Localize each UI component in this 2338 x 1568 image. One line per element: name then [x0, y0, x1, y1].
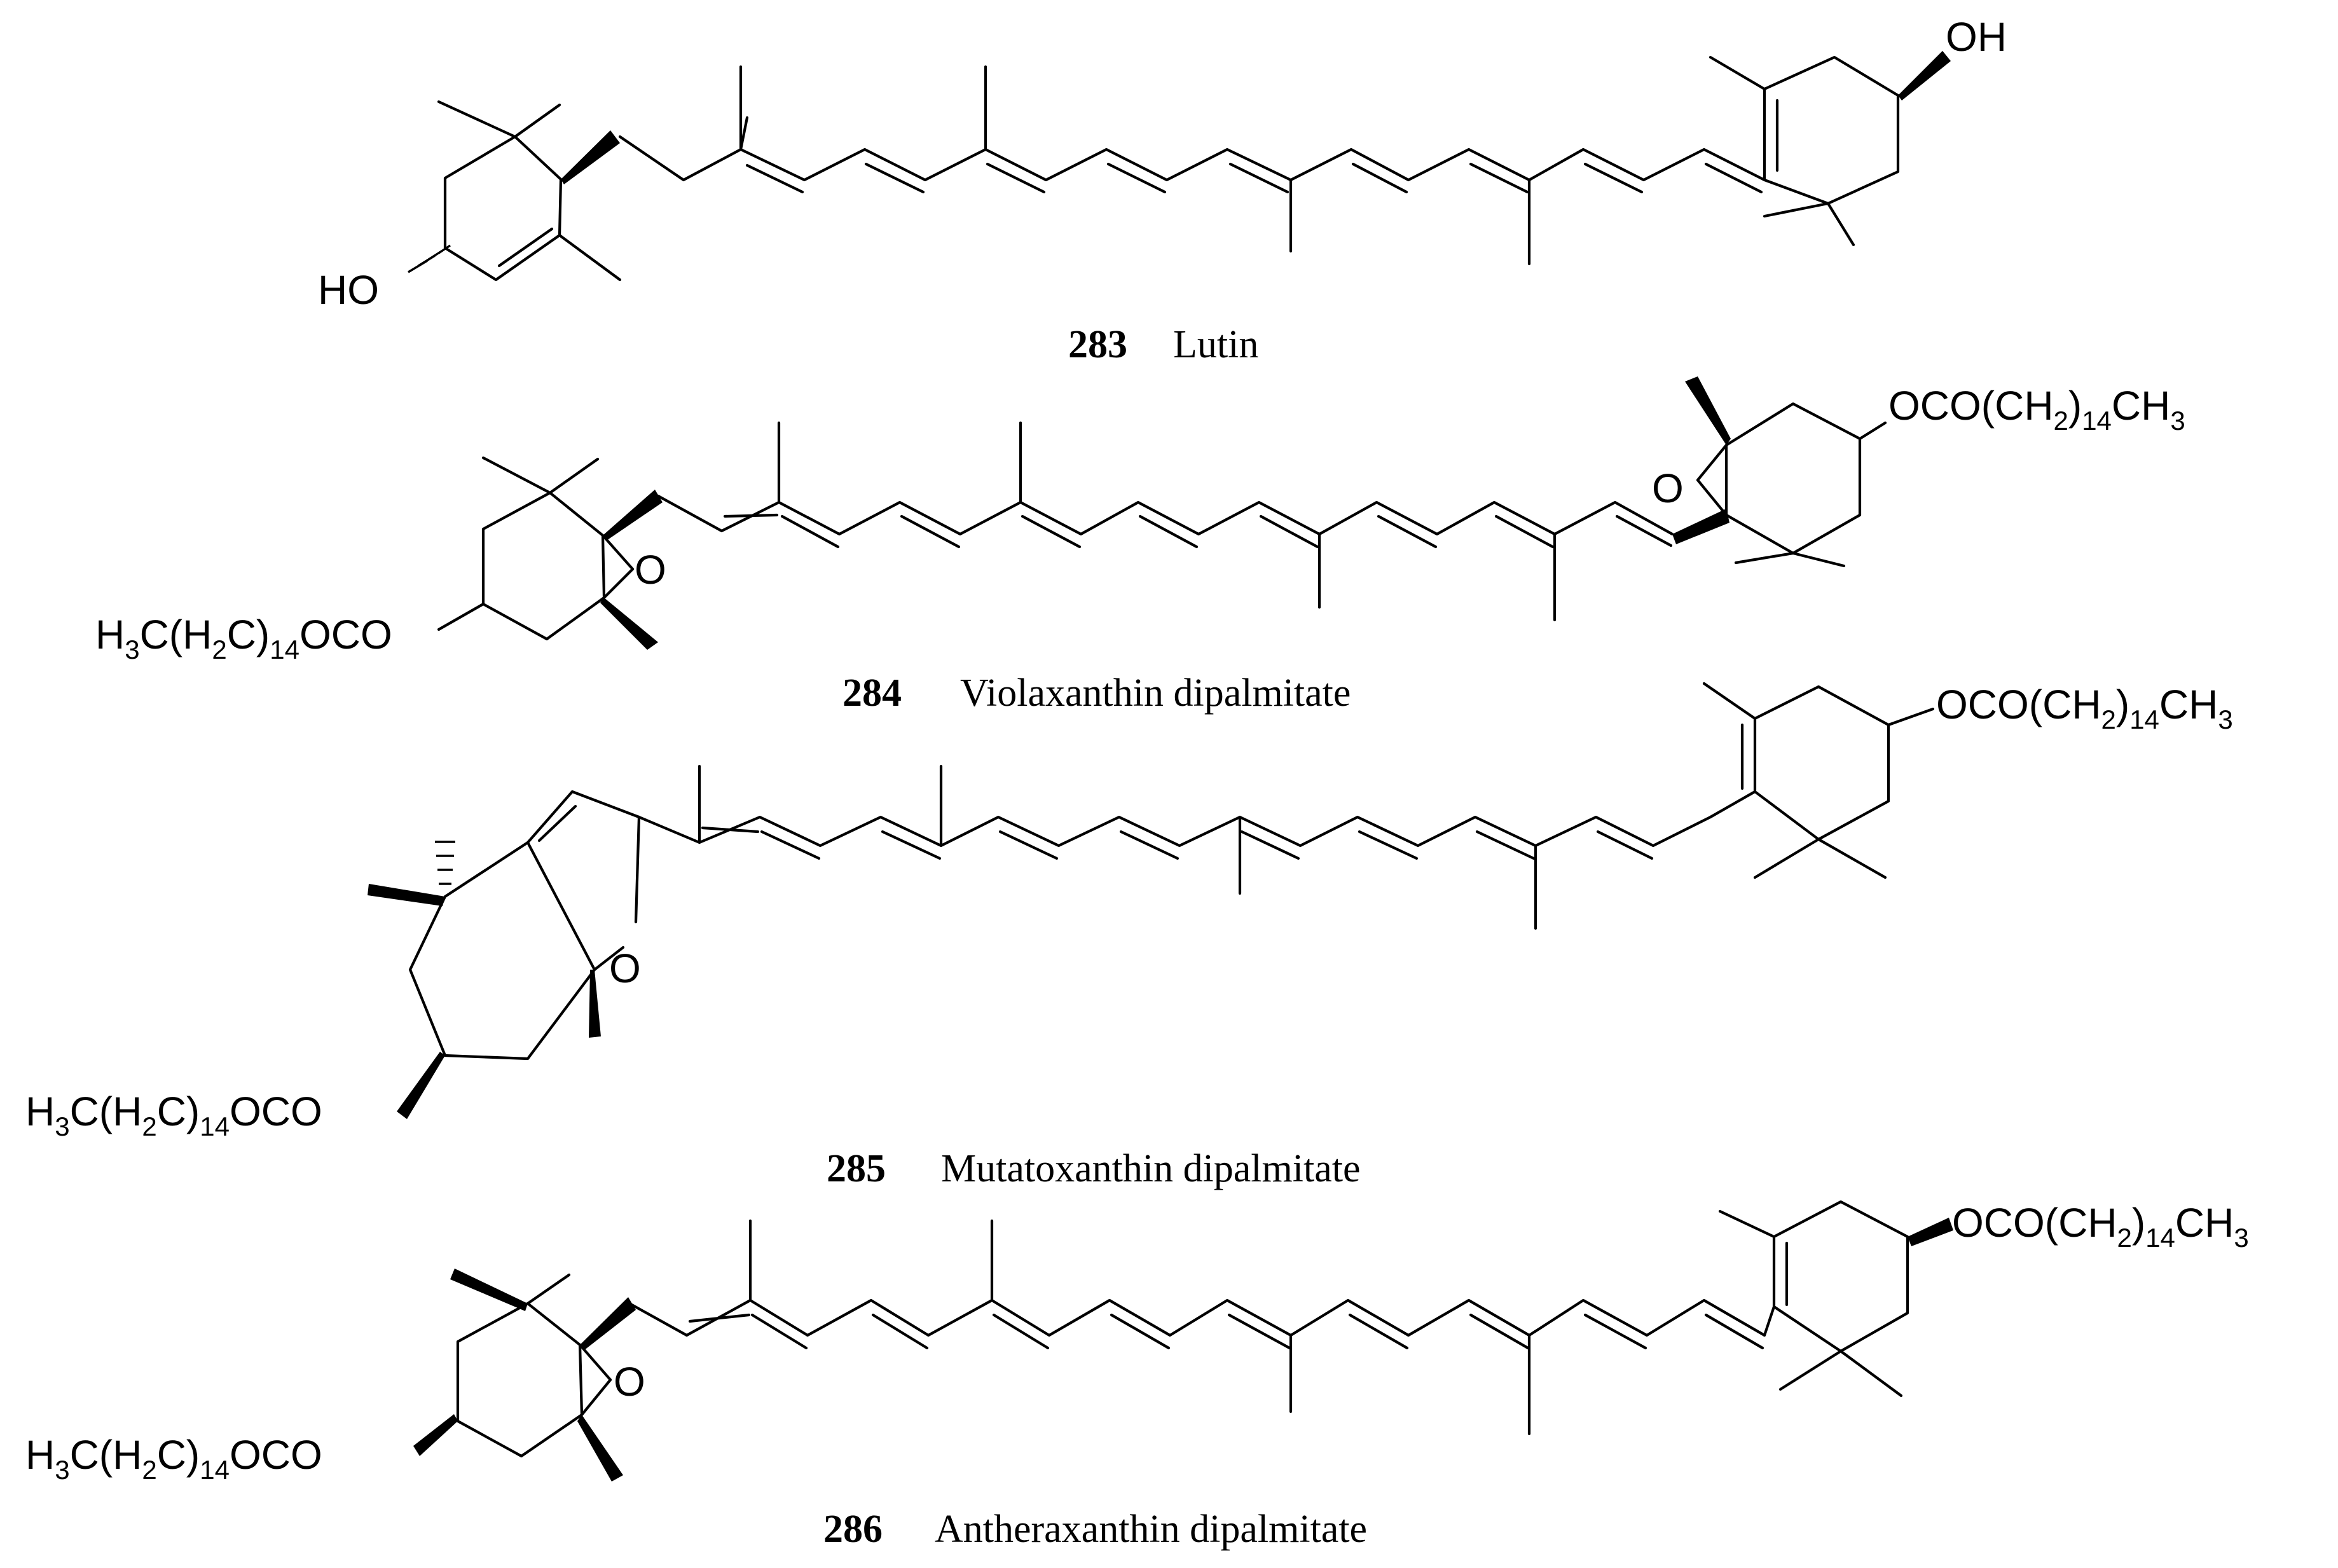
structure-284: O H3C(H2C)14OCO O OCO(CH2)14CH3 284 Viol…	[95, 376, 2185, 715]
epoxide-oxygen-label: O	[614, 1359, 645, 1405]
compound-number: 283	[1068, 323, 1127, 366]
chain-286	[628, 1219, 1766, 1436]
palmitate-ester-label: H3C(H2C)14OCO	[95, 612, 392, 664]
furan-ring-285: O	[526, 790, 641, 991]
structure-285: O H3C(H2C)14OCO OCO(CH2)14CH3 285 M	[25, 682, 2233, 1190]
compound-name: Mutatoxanthin dipalmitate	[941, 1147, 1360, 1190]
ring-right-285: OCO(CH2)14CH3	[1702, 682, 2233, 879]
palmitate-ester-label: H3C(H2C)14OCO	[25, 1432, 322, 1485]
epoxide-oxygen-label: O	[635, 547, 666, 593]
chain-283	[618, 65, 1766, 266]
ring-right-284: O OCO(CH2)14CH3	[1652, 376, 2185, 568]
compound-number: 284	[842, 671, 902, 715]
hydroxyl-label: OH	[1946, 14, 2007, 60]
ring-left-285: H3C(H2C)14OCO	[25, 841, 601, 1141]
compound-name: Lutin	[1173, 323, 1258, 366]
structure-283: HO OH 283 Lutin	[318, 14, 2007, 366]
palmitate-ester-label: OCO(CH2)14CH3	[1952, 1200, 2249, 1253]
compound-name: Antheraxanthin dipalmitate	[935, 1508, 1367, 1551]
ring-left-284: O H3C(H2C)14OCO	[95, 456, 666, 664]
compound-number: 285	[827, 1147, 886, 1190]
palmitate-ester-label: OCO(CH2)14CH3	[1888, 383, 2185, 436]
ring-right-286: OCO(CH2)14CH3	[1718, 1200, 2249, 1398]
hash-bond	[435, 841, 455, 885]
hash-bond	[408, 244, 451, 273]
palmitate-ester-label: OCO(CH2)14CH3	[1936, 682, 2233, 734]
ring-left-286: O H3C(H2C)14OCO	[25, 1269, 645, 1485]
ring-left-283: HO	[318, 100, 622, 313]
chain-284	[656, 421, 1674, 622]
furan-oxygen-label: O	[609, 946, 641, 991]
structure-286: O H3C(H2C)14OCO OCO(CH2)14CH3 286 Anther…	[25, 1200, 2249, 1551]
compound-number: 286	[823, 1508, 883, 1551]
palmitate-ester-label: H3C(H2C)14OCO	[25, 1089, 322, 1141]
hydroxyl-label: HO	[318, 267, 379, 313]
ring-right-283: OH	[1709, 14, 2007, 247]
chain-285	[637, 764, 1712, 930]
epoxide-oxygen-label: O	[1652, 465, 1684, 511]
compound-name: Violaxanthin dipalmitate	[960, 671, 1351, 715]
